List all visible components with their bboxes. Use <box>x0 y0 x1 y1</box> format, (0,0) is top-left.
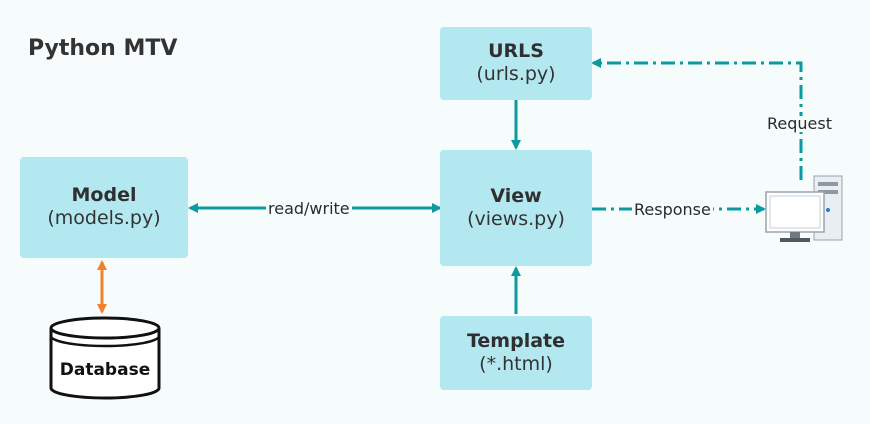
edge-label-request: Request <box>765 114 834 133</box>
model-file: (models.py) <box>47 207 161 230</box>
view-name: View <box>490 184 542 207</box>
edge-label-read-write: read/write <box>266 199 352 218</box>
model-box: Model (models.py) <box>20 157 188 258</box>
urls-name: URLS <box>488 40 544 63</box>
database-label: Database <box>59 360 151 380</box>
template-file: (*.html) <box>479 352 553 375</box>
template-box: Template (*.html) <box>440 316 592 390</box>
template-name: Template <box>466 329 566 352</box>
database-cylinder-icon <box>49 316 161 400</box>
edge-label-response: Response <box>632 200 713 219</box>
diagram-title: Python MTV <box>28 36 178 61</box>
edge-client-urls <box>591 58 803 180</box>
model-name: Model <box>71 184 137 207</box>
view-file: (views.py) <box>467 207 565 230</box>
desktop-computer-icon <box>765 175 843 242</box>
urls-file: (urls.py) <box>476 63 556 86</box>
urls-box: URLS (urls.py) <box>440 27 592 100</box>
view-box: View (views.py) <box>440 150 592 266</box>
